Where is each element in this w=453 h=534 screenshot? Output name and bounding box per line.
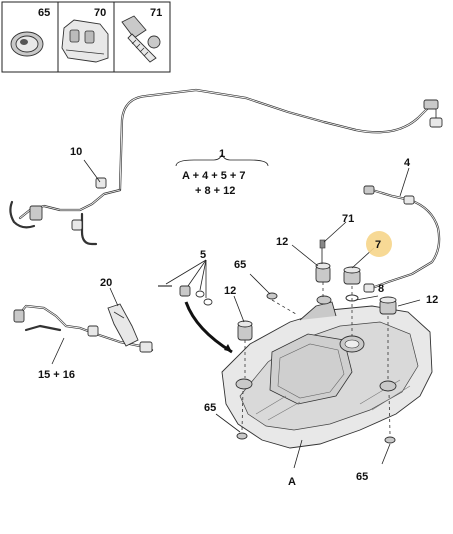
legend-box-70[interactable]: 70: [61, 7, 109, 63]
legend-number-70: 70: [94, 7, 106, 19]
formula-line-2: + 8 + 12: [195, 185, 235, 197]
callout-65-top[interactable]: 65: [234, 259, 246, 271]
pipe-clip-icon: [61, 19, 109, 63]
legend-box-65[interactable]: 65: [10, 7, 50, 57]
assembly-formula: 1 A + 4 + 5 + 7 + 8 + 12: [175, 148, 269, 197]
assembly-guides: [241, 282, 391, 435]
callout-65-left[interactable]: 65: [204, 402, 216, 414]
callout-12-top[interactable]: 12: [276, 236, 288, 248]
washer-65-left[interactable]: [236, 432, 248, 440]
callout-12-right[interactable]: 12: [426, 294, 438, 306]
pipe-bracket[interactable]: [107, 303, 139, 347]
insertion-arrow: [184, 301, 233, 354]
callout-65-right[interactable]: 65: [356, 471, 368, 483]
formula-brace: [175, 152, 269, 167]
callout-71[interactable]: 71: [342, 213, 354, 225]
pipe-connector-left: [29, 177, 107, 231]
rubber-mount-right[interactable]: [379, 296, 397, 315]
legend-number-65: 65: [38, 7, 50, 19]
callout-8[interactable]: 8: [378, 283, 384, 295]
formula-line-1: A + 4 + 5 + 7: [182, 170, 246, 182]
bolt-icon: [121, 15, 161, 63]
callout-5[interactable]: 5: [200, 249, 206, 261]
legend-number-71: 71: [150, 7, 162, 19]
rubber-mount-left[interactable]: [237, 320, 253, 341]
lower-fuel-pipe[interactable]: [13, 304, 154, 353]
callout-20[interactable]: 20: [100, 277, 112, 289]
callout-labels: 10 4 71 12 7 5 65 8 20 12 12 15 + 16 65 …: [38, 146, 438, 488]
pump-lock-ring[interactable]: [343, 266, 361, 285]
vent-pipe[interactable]: [363, 185, 441, 293]
callout-15-16[interactable]: 15 + 16: [38, 369, 75, 381]
leader-lines: [51, 159, 421, 469]
callout-7[interactable]: 7: [375, 239, 381, 251]
washer-icon: [10, 31, 44, 57]
upper-fuel-pipe[interactable]: [9, 88, 443, 246]
washer-65-top[interactable]: [266, 292, 278, 300]
callout-10[interactable]: 10: [70, 146, 82, 158]
callout-4[interactable]: 4: [404, 157, 411, 169]
bolt-71[interactable]: [319, 239, 326, 264]
fuel-tank[interactable]: [221, 295, 433, 449]
washer-65-right[interactable]: [384, 436, 396, 444]
callout-12-left[interactable]: 12: [224, 285, 236, 297]
callout-highlight-7: [366, 231, 392, 257]
callout-A[interactable]: A: [288, 476, 296, 488]
legend-box-71[interactable]: 71: [121, 7, 162, 63]
sender-kit[interactable]: [158, 285, 233, 354]
legend-panel: 65 70 71: [1, 1, 171, 73]
pipe-connector-right: [423, 99, 443, 128]
